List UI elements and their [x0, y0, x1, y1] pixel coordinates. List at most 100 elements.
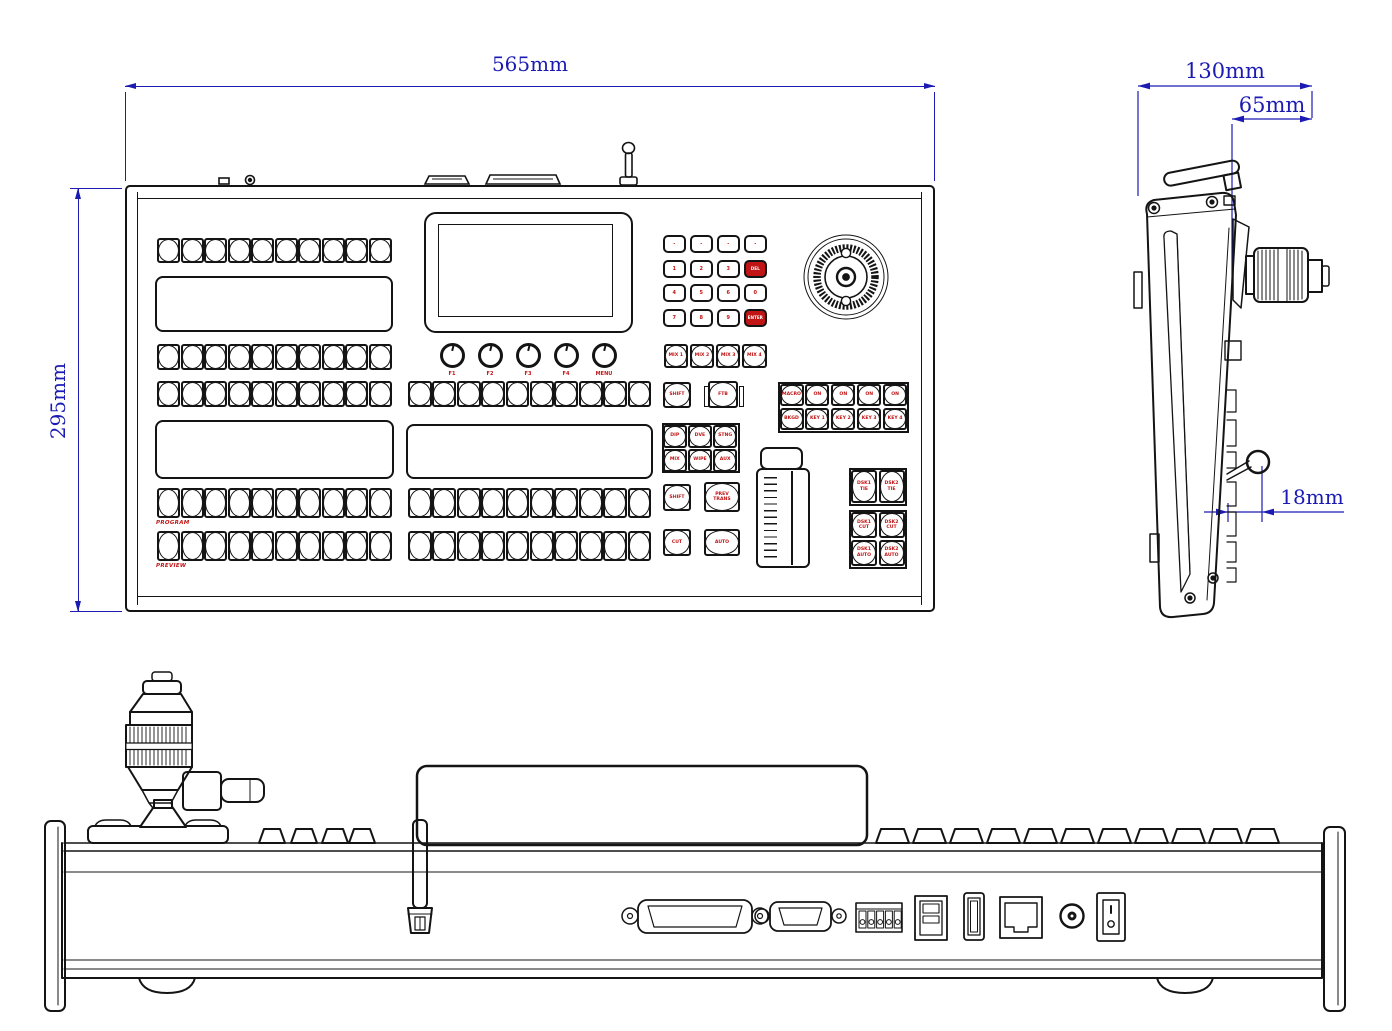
- bus-row-key: [530, 381, 554, 407]
- program-bus-button: [180, 488, 204, 518]
- right-end-cap: [1323, 826, 1346, 1012]
- dimension-295-line: [78, 188, 80, 612]
- knob-f1: [439, 343, 465, 368]
- keypad-button-8: 8: [690, 308, 713, 327]
- button-cap: [433, 382, 456, 406]
- button-cap: [346, 489, 367, 517]
- bus-row-key: [554, 381, 579, 407]
- ftb-flange: [739, 386, 744, 407]
- button-label: MIX 1: [668, 353, 684, 359]
- joystick-skirt: [139, 807, 187, 828]
- program-bus-button: [578, 488, 603, 518]
- button-cap: [409, 489, 431, 517]
- db25-connector: [621, 899, 769, 934]
- preview-bus-button: [554, 531, 579, 561]
- macro-key-button: KEY 3: [857, 407, 882, 431]
- bus-row-top: [251, 238, 274, 263]
- t-bar-scale: [764, 477, 777, 561]
- button-cap: [205, 489, 226, 517]
- button-cap: [664, 383, 690, 407]
- button-cap: [664, 485, 690, 510]
- keypad-button-1: 1: [663, 259, 686, 278]
- positioner-trackball: [803, 234, 889, 320]
- program-bus-button: [603, 488, 628, 518]
- bus-row-key: [627, 381, 652, 407]
- button-label: DSK2 TIE: [884, 481, 899, 492]
- joystick-handle-bar: [220, 778, 265, 803]
- transition-button-aux: AUX: [713, 448, 737, 472]
- keypad-button-9: 9: [717, 308, 740, 327]
- button-cap: [806, 384, 829, 405]
- button-cap: [780, 384, 803, 405]
- transition-button-dip: DIP: [663, 424, 687, 448]
- bus-row-key: [408, 381, 432, 407]
- shift-button: SHIFT: [663, 382, 691, 408]
- rear-view: [44, 671, 1346, 1012]
- button-label: ON: [839, 392, 848, 397]
- bus-row-upper: [157, 344, 180, 370]
- button-cap: [806, 408, 829, 430]
- preview-bus-button: [274, 531, 298, 561]
- knob-label: F4: [562, 371, 570, 377]
- button-cap: [205, 532, 226, 560]
- front-view: 565mm 295mm: [0, 0, 960, 640]
- bus-row-top: [321, 238, 345, 263]
- button-cap: [181, 345, 203, 369]
- bus-row-top: [180, 238, 204, 263]
- macro-key-button: KEY 2: [831, 407, 856, 431]
- program-bus-button: [157, 488, 180, 518]
- button-cap: [716, 345, 740, 367]
- button-cap: [555, 489, 578, 517]
- button-label: AUX: [719, 457, 731, 463]
- button-cap: [604, 489, 627, 517]
- preview-bus-button: [227, 531, 251, 561]
- program-bus-button: [298, 488, 321, 518]
- button-cap: [506, 489, 529, 517]
- button-label: WIPE: [693, 457, 707, 463]
- preview-bus-button: [603, 531, 628, 561]
- button-cap: [664, 345, 687, 367]
- button-label: DSK1 TIE: [857, 481, 871, 492]
- button-cap: [158, 489, 179, 517]
- top-edge-knob: [218, 177, 230, 185]
- bus-row-upper: [298, 344, 321, 370]
- macro-key-button: ON: [857, 383, 882, 406]
- dsk-tie-button: DSK1 TIE: [851, 470, 877, 503]
- prev-trans-button: PREV TRANS: [704, 482, 740, 512]
- button-label: ON: [891, 392, 899, 397]
- button-cap: [181, 489, 203, 517]
- preview-bus-button: [157, 531, 180, 561]
- foot: [1156, 977, 1214, 994]
- bus-row-upper: [368, 344, 392, 370]
- top-edge-connector-db9: [423, 175, 471, 185]
- button-cap: [252, 345, 273, 369]
- button-cap: [858, 408, 881, 430]
- knob-label: F3: [524, 371, 532, 377]
- button-cap: [628, 532, 651, 560]
- bus-row-top: [345, 238, 368, 263]
- keypad-button-5: 5: [690, 284, 713, 303]
- button-label: ON: [813, 392, 822, 397]
- dsk-cut-button: DSK2 CUT: [878, 512, 905, 538]
- dimension-565: 565mm: [491, 52, 569, 76]
- joystick-tip: [1307, 259, 1323, 293]
- button-cap: [852, 513, 876, 537]
- button-cap: [275, 489, 297, 517]
- cut-button: CUT: [663, 529, 691, 556]
- button-label: KEY 3: [861, 416, 877, 422]
- bus-row-key: [505, 381, 530, 407]
- dimension-130: 130mm: [1185, 59, 1265, 83]
- bus-row-key: [274, 381, 298, 407]
- button-cap: [705, 530, 739, 555]
- preview-bus-button: [456, 531, 481, 561]
- button-label: DVE: [694, 433, 706, 439]
- bus-row-upper: [321, 344, 345, 370]
- keycap-row-right: [875, 828, 1280, 844]
- button-cap: [252, 239, 273, 262]
- button-label: DSK2 AUTO: [884, 547, 899, 558]
- button-cap: [158, 532, 179, 560]
- preview-bus-button: [505, 531, 530, 561]
- bus-row-key: [456, 381, 481, 407]
- joystick-collar: [1245, 255, 1255, 295]
- button-cap: [228, 532, 250, 560]
